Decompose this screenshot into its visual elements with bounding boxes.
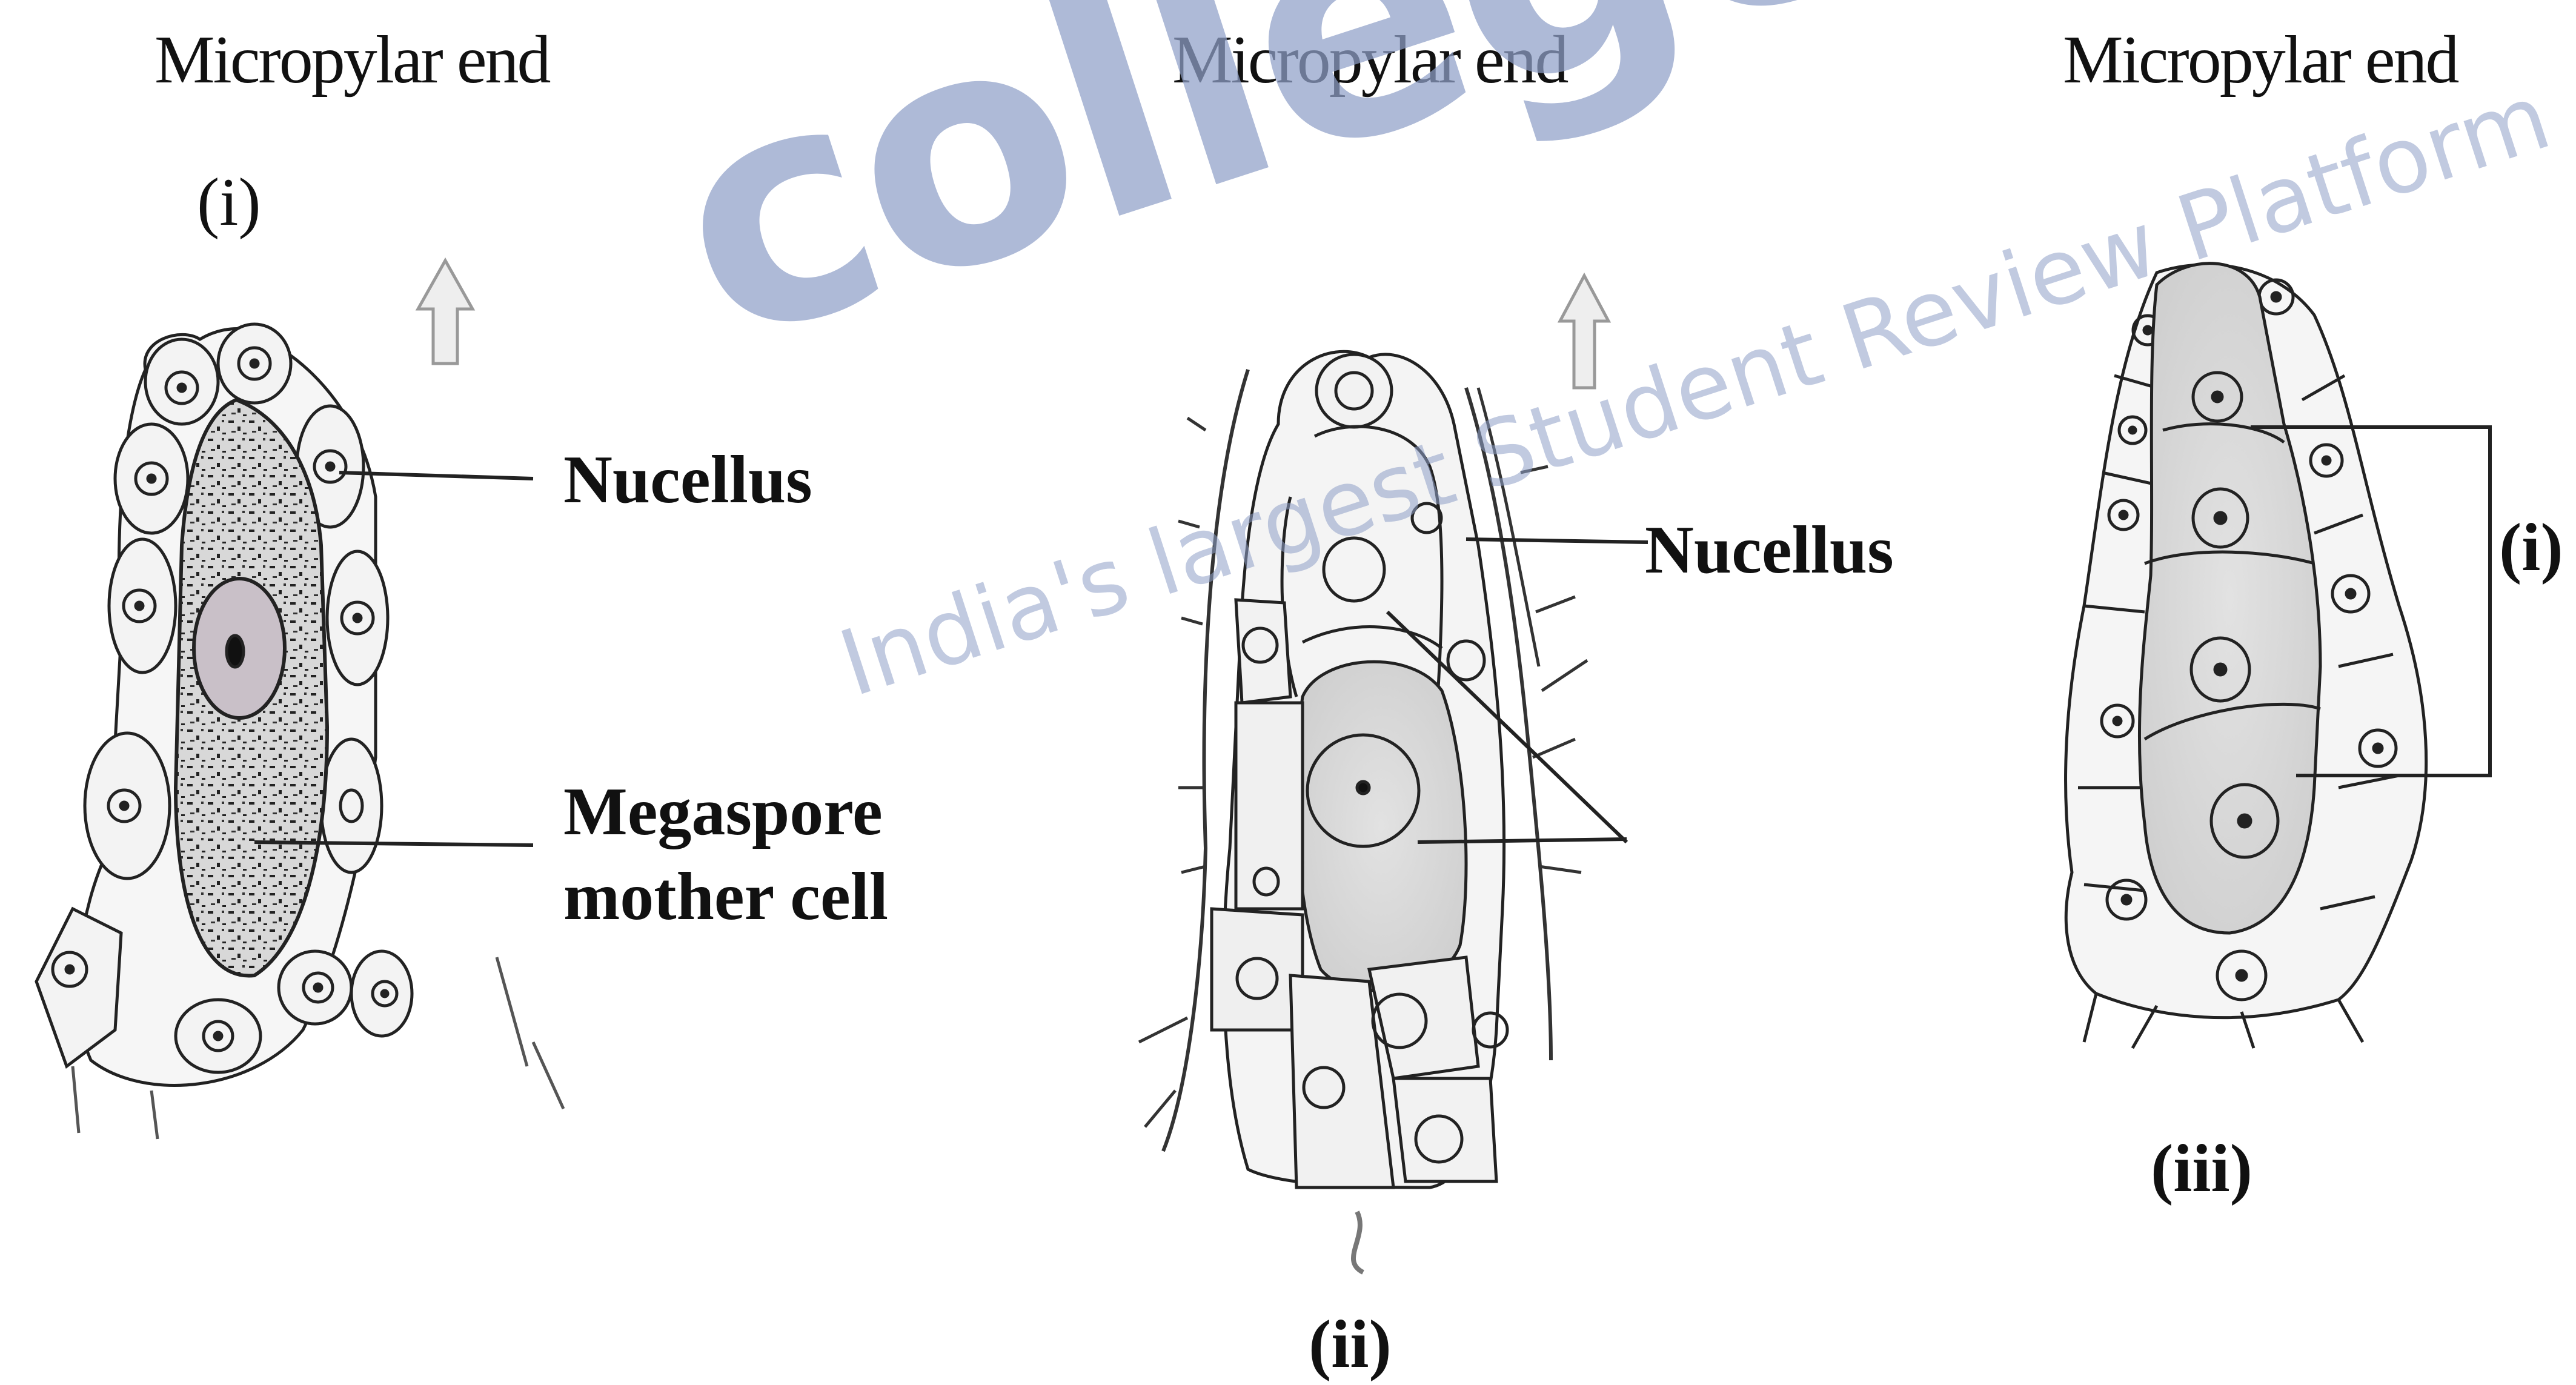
micropylar-arrow-i-icon [418,261,473,364]
figure-i-drawing [36,261,563,1139]
figure-iii-drawing [2066,264,2490,1048]
